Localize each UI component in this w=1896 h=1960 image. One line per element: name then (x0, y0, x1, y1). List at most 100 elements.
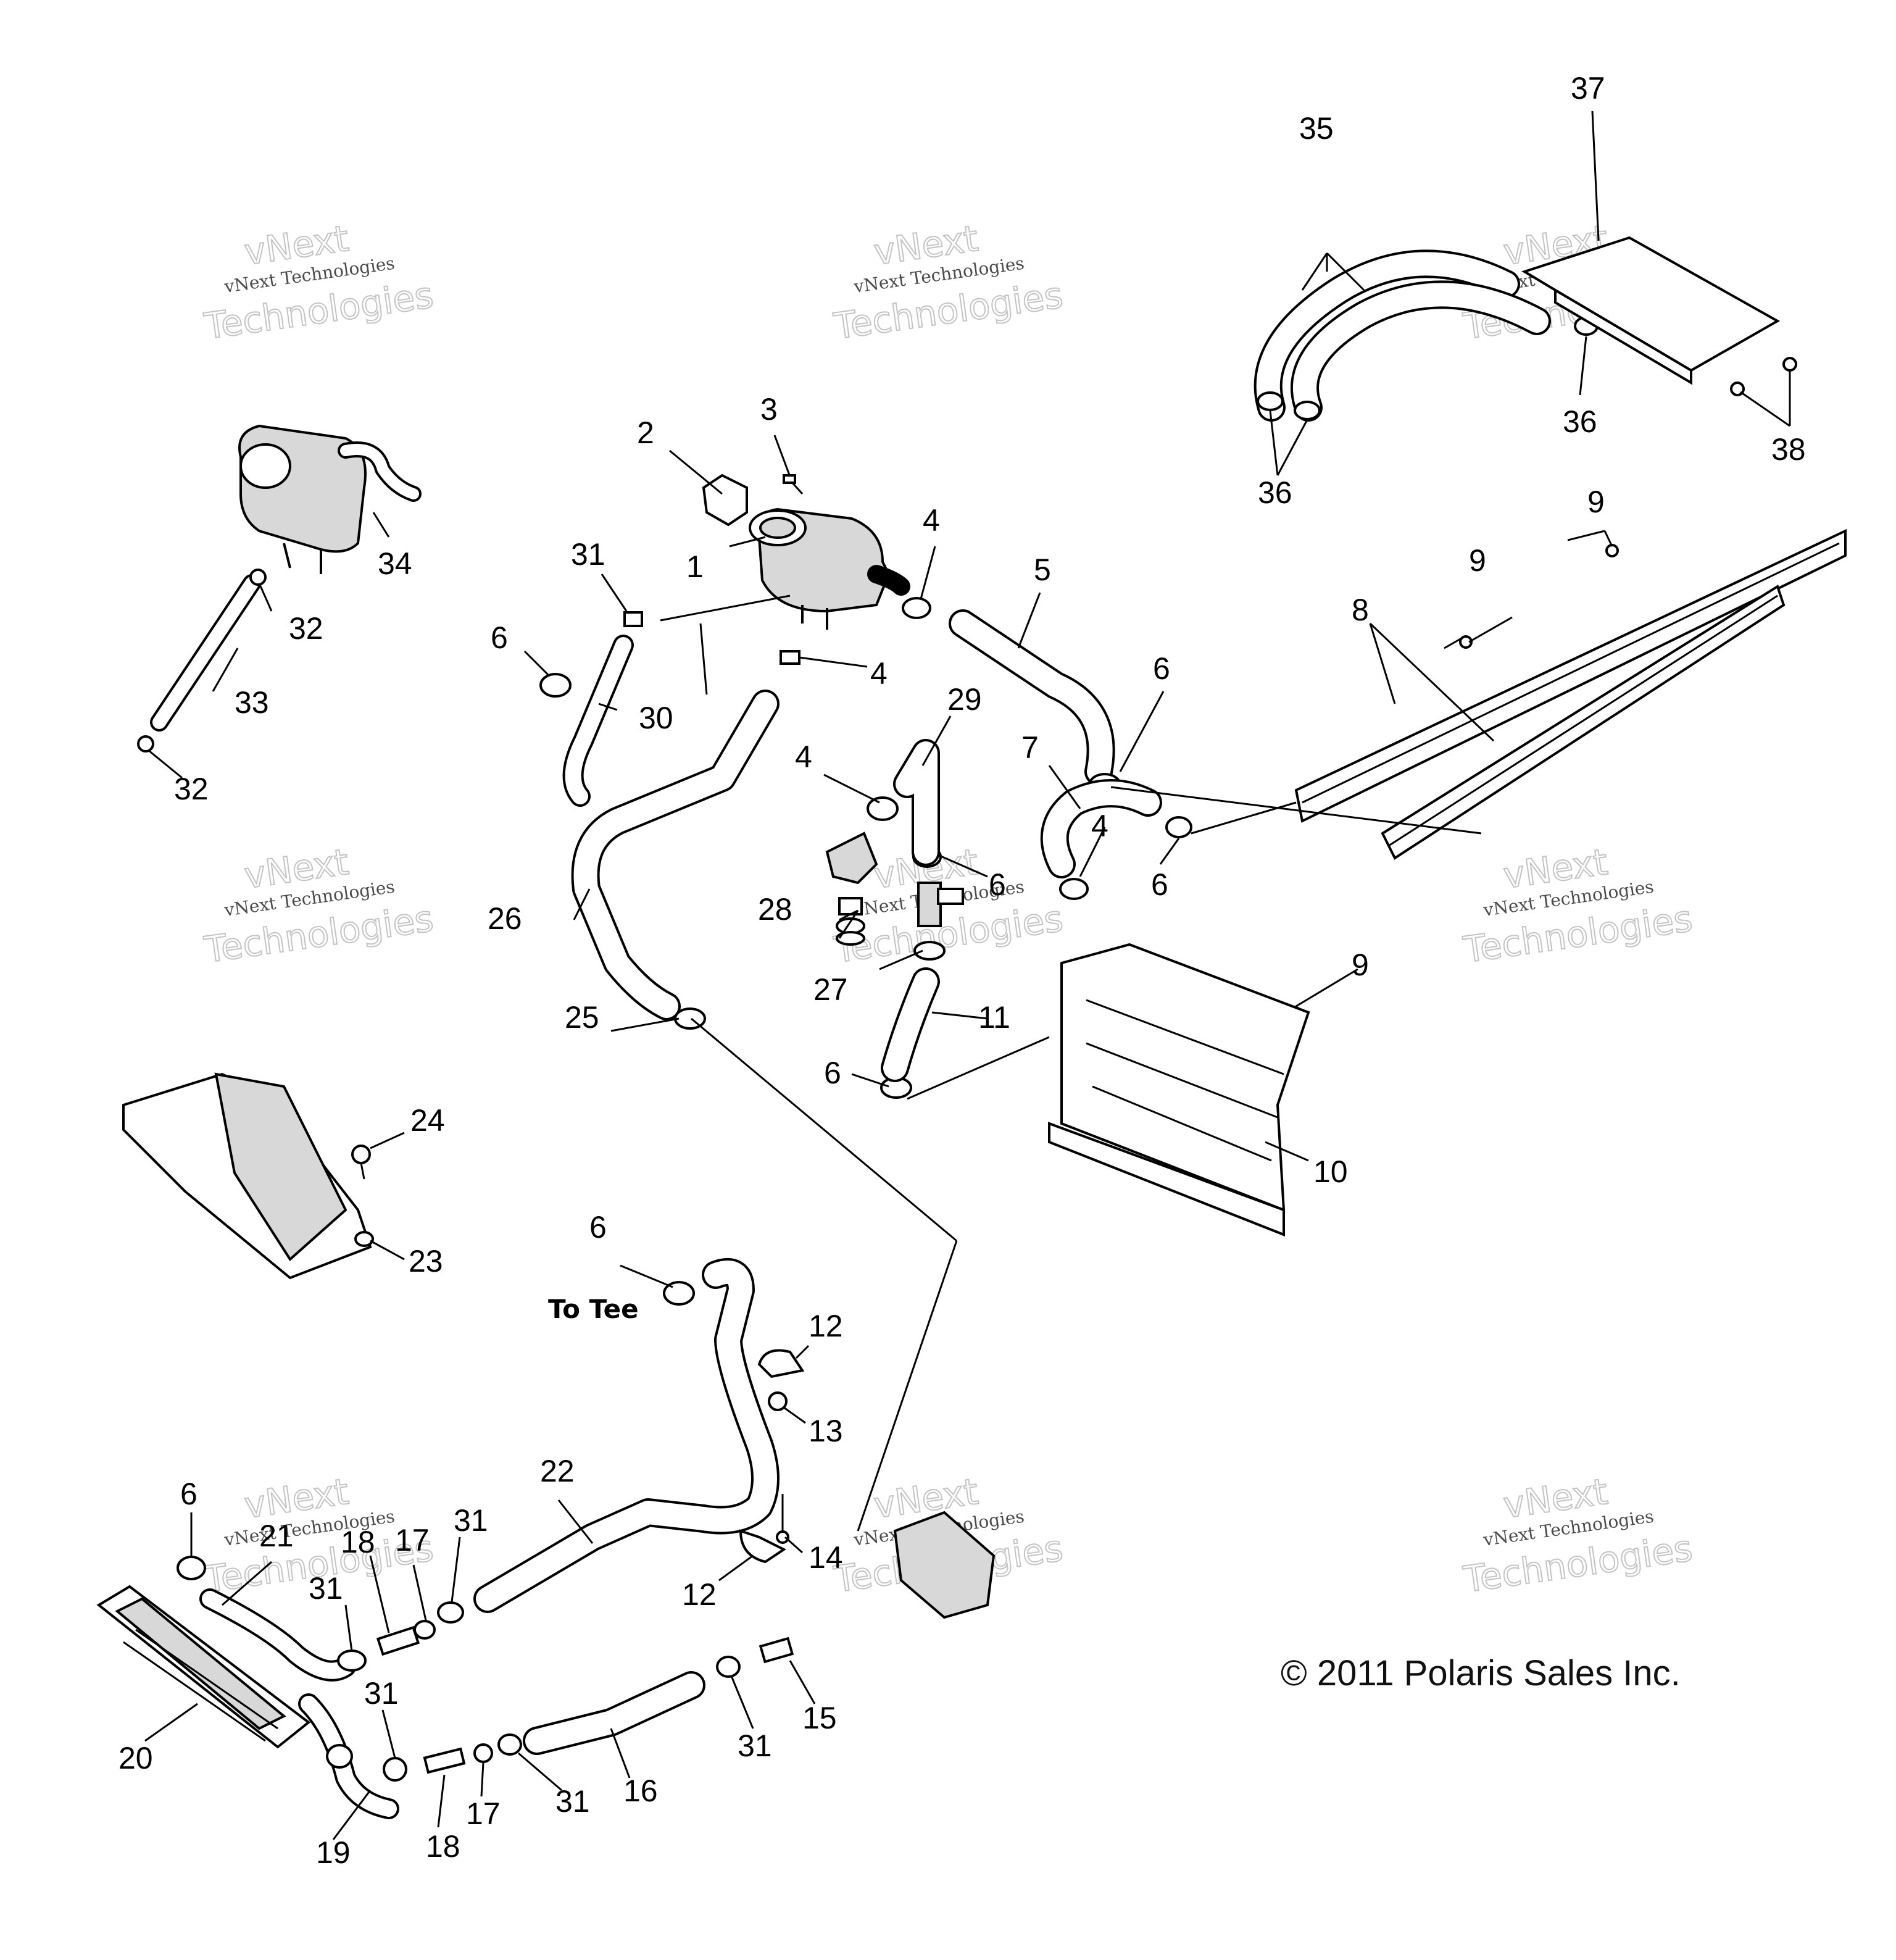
callout-28: 28 (758, 892, 792, 927)
callout-11: 11 (978, 1000, 1010, 1035)
callout-36: 36 (1258, 475, 1292, 510)
cooler-20 (96, 1585, 311, 1749)
callout-10: 10 (1313, 1154, 1348, 1189)
callout-6: 6 (589, 1210, 607, 1245)
callout-21: 21 (259, 1519, 294, 1553)
callout-16: 16 (623, 1774, 658, 1808)
callout-30: 30 (639, 701, 673, 735)
overflow-bottle-34 (238, 424, 422, 574)
callout-32: 32 (289, 611, 323, 646)
hose-11 (881, 967, 940, 1082)
callout-31: 31 (454, 1503, 488, 1538)
tube-18 (376, 1625, 420, 1656)
elbow-19 (298, 1693, 399, 1819)
clamp-6 (539, 673, 572, 698)
callout-31: 31 (309, 1571, 343, 1606)
callout-4: 4 (870, 656, 888, 691)
callout-6: 6 (491, 620, 508, 655)
callout-26: 26 (488, 901, 522, 936)
watermark: vNext vNext Technologies Technologies (201, 840, 436, 972)
clamp-4 (902, 597, 931, 619)
clamp-12 (757, 1349, 805, 1378)
leader-lines (144, 111, 1791, 1840)
clamp-36 (1294, 401, 1321, 420)
hose-16 (523, 1671, 705, 1755)
callout-6: 6 (824, 1056, 841, 1090)
callout-9: 9 (1469, 543, 1486, 578)
hose-21 (199, 1588, 356, 1682)
tee-27 (913, 882, 964, 961)
callout-17: 17 (395, 1523, 430, 1558)
clamp-6 (177, 1556, 206, 1580)
callout-12: 12 (682, 1577, 717, 1612)
ring-17 (473, 1743, 493, 1763)
callout-3: 3 (760, 392, 778, 427)
hose-22 (473, 1258, 780, 1613)
radiator-10 (1048, 943, 1310, 1236)
plate-37 (1521, 236, 1781, 385)
callout-1: 1 (686, 549, 704, 584)
callout-19: 19 (316, 1835, 351, 1870)
callout-31: 31 (571, 537, 605, 572)
callout-17: 17 (466, 1796, 501, 1831)
clamp-4 (1059, 878, 1089, 900)
callout-6: 6 (180, 1477, 198, 1511)
clamp-4 (780, 650, 800, 665)
watermark: vNext vNext Technologies Technologies (1460, 1470, 1695, 1601)
callout-31: 31 (738, 1729, 772, 1763)
callout-34: 34 (378, 546, 412, 581)
callout-5: 5 (1034, 553, 1051, 587)
clamp-31 (716, 1656, 741, 1678)
clamp-31 (497, 1733, 522, 1756)
water-pump (893, 1511, 996, 1619)
fitting-15 (759, 1637, 794, 1664)
callout-24: 24 (410, 1103, 445, 1138)
tube-18 (423, 1747, 466, 1774)
callout-31: 31 (364, 1676, 399, 1711)
callout-6: 6 (1151, 867, 1168, 902)
callout-23: 23 (409, 1244, 443, 1278)
screw-3 (783, 474, 804, 495)
screw-9 (1605, 544, 1619, 557)
hoses-35 (1254, 249, 1551, 422)
callout-27: 27 (813, 972, 848, 1007)
callout-31: 31 (555, 1784, 590, 1819)
callout-13: 13 (809, 1414, 843, 1448)
callout-22: 22 (540, 1454, 575, 1488)
clamp-6 (663, 1281, 695, 1306)
callout-7: 7 (1021, 730, 1039, 765)
callout-37: 37 (1571, 71, 1605, 106)
bolt-24 (351, 1145, 371, 1180)
callout-6: 6 (989, 867, 1006, 902)
callout-4: 4 (923, 503, 940, 538)
reservoir-1 (749, 507, 910, 630)
callout-18: 18 (426, 1829, 460, 1864)
ring-17 (414, 1620, 436, 1640)
hose-26 (571, 690, 780, 1020)
callout-36: 36 (1563, 404, 1597, 439)
hose-7 (1040, 779, 1162, 878)
callout-4: 4 (1091, 809, 1108, 843)
hose-5 (949, 609, 1115, 786)
clamp-36 (1257, 391, 1284, 411)
watermark: vNext vNext Technologies Technologies (831, 217, 1066, 348)
clamp-6 (1165, 816, 1192, 838)
watermark: vNext vNext Technologies Technologies (1460, 840, 1695, 972)
callout-4: 4 (795, 740, 812, 774)
callout-8: 8 (1352, 593, 1369, 627)
callout-32: 32 (174, 772, 209, 806)
callout-14: 14 (809, 1540, 843, 1575)
clamp-4 (867, 796, 899, 821)
elbow-29 (893, 739, 940, 866)
callout-25: 25 (565, 1000, 599, 1035)
callout-6: 6 (1153, 651, 1170, 686)
clamp-31 (337, 1649, 367, 1672)
callout-12: 12 (809, 1309, 843, 1343)
callout-labels: 1 2 3 4 4 4 4 5 6 6 6 6 6 6 6 7 8 9 9 9 … (118, 71, 1806, 1870)
copyright-text: © 2011 Polaris Sales Inc. (1281, 1653, 1681, 1693)
callout-20: 20 (118, 1741, 153, 1775)
callout-15: 15 (802, 1701, 837, 1735)
callout-9: 9 (1587, 485, 1605, 519)
rail-8 (1294, 528, 1847, 860)
